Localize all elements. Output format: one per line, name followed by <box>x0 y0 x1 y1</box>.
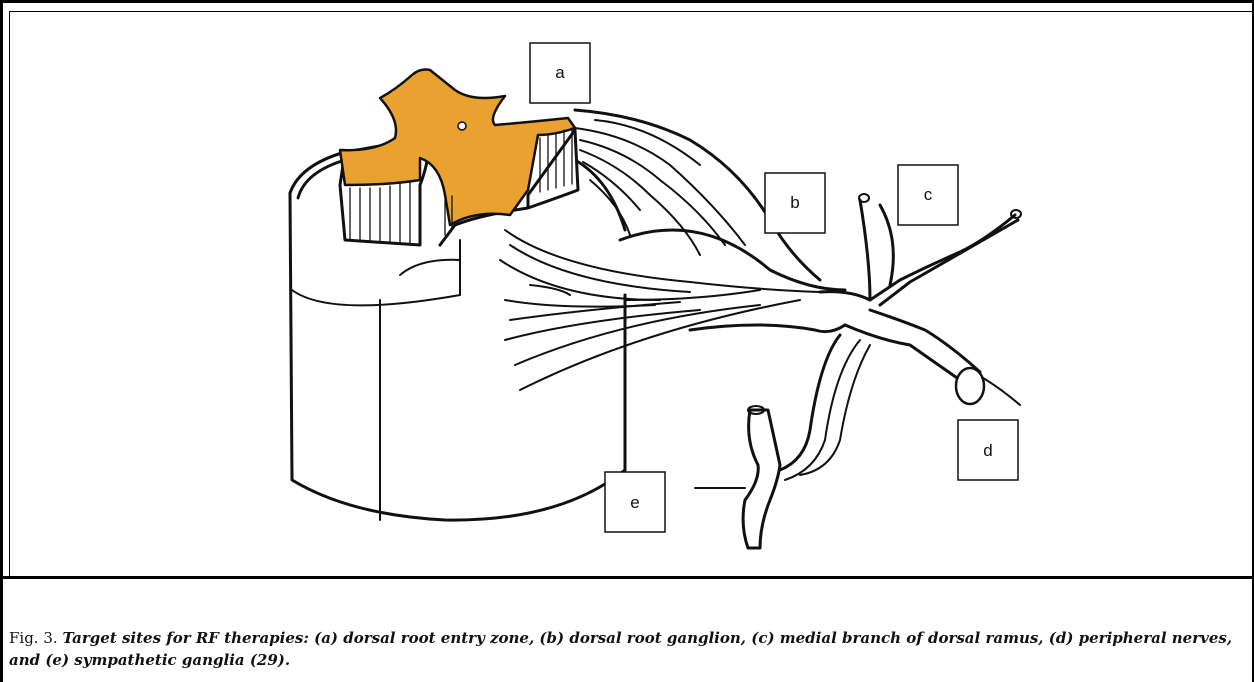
label-box-d: d <box>958 420 1018 480</box>
label-box-a: a <box>530 43 590 103</box>
label-b: b <box>790 193 799 212</box>
figure-caption: Fig. 3. Target sites for RF therapies: (… <box>9 627 1239 671</box>
label-c: c <box>924 185 933 204</box>
label-d: d <box>983 441 992 460</box>
label-box-b: b <box>765 173 825 233</box>
label-a: a <box>555 63 565 82</box>
caption-lead: Fig. 3. <box>9 629 58 647</box>
label-e: e <box>630 493 639 512</box>
label-box-c: c <box>898 165 958 225</box>
label-box-e: e <box>605 472 665 532</box>
caption-body: Target sites for RF therapies: (a) dorsa… <box>9 629 1232 669</box>
rami-communicantes <box>780 335 870 480</box>
spinal-nerve-diagram: a b c d e <box>0 0 1254 576</box>
ventral-root <box>500 230 820 390</box>
caption-divider <box>0 576 1254 579</box>
spinal-nerve <box>690 194 1021 405</box>
sympathetic-ganglion <box>695 406 780 548</box>
